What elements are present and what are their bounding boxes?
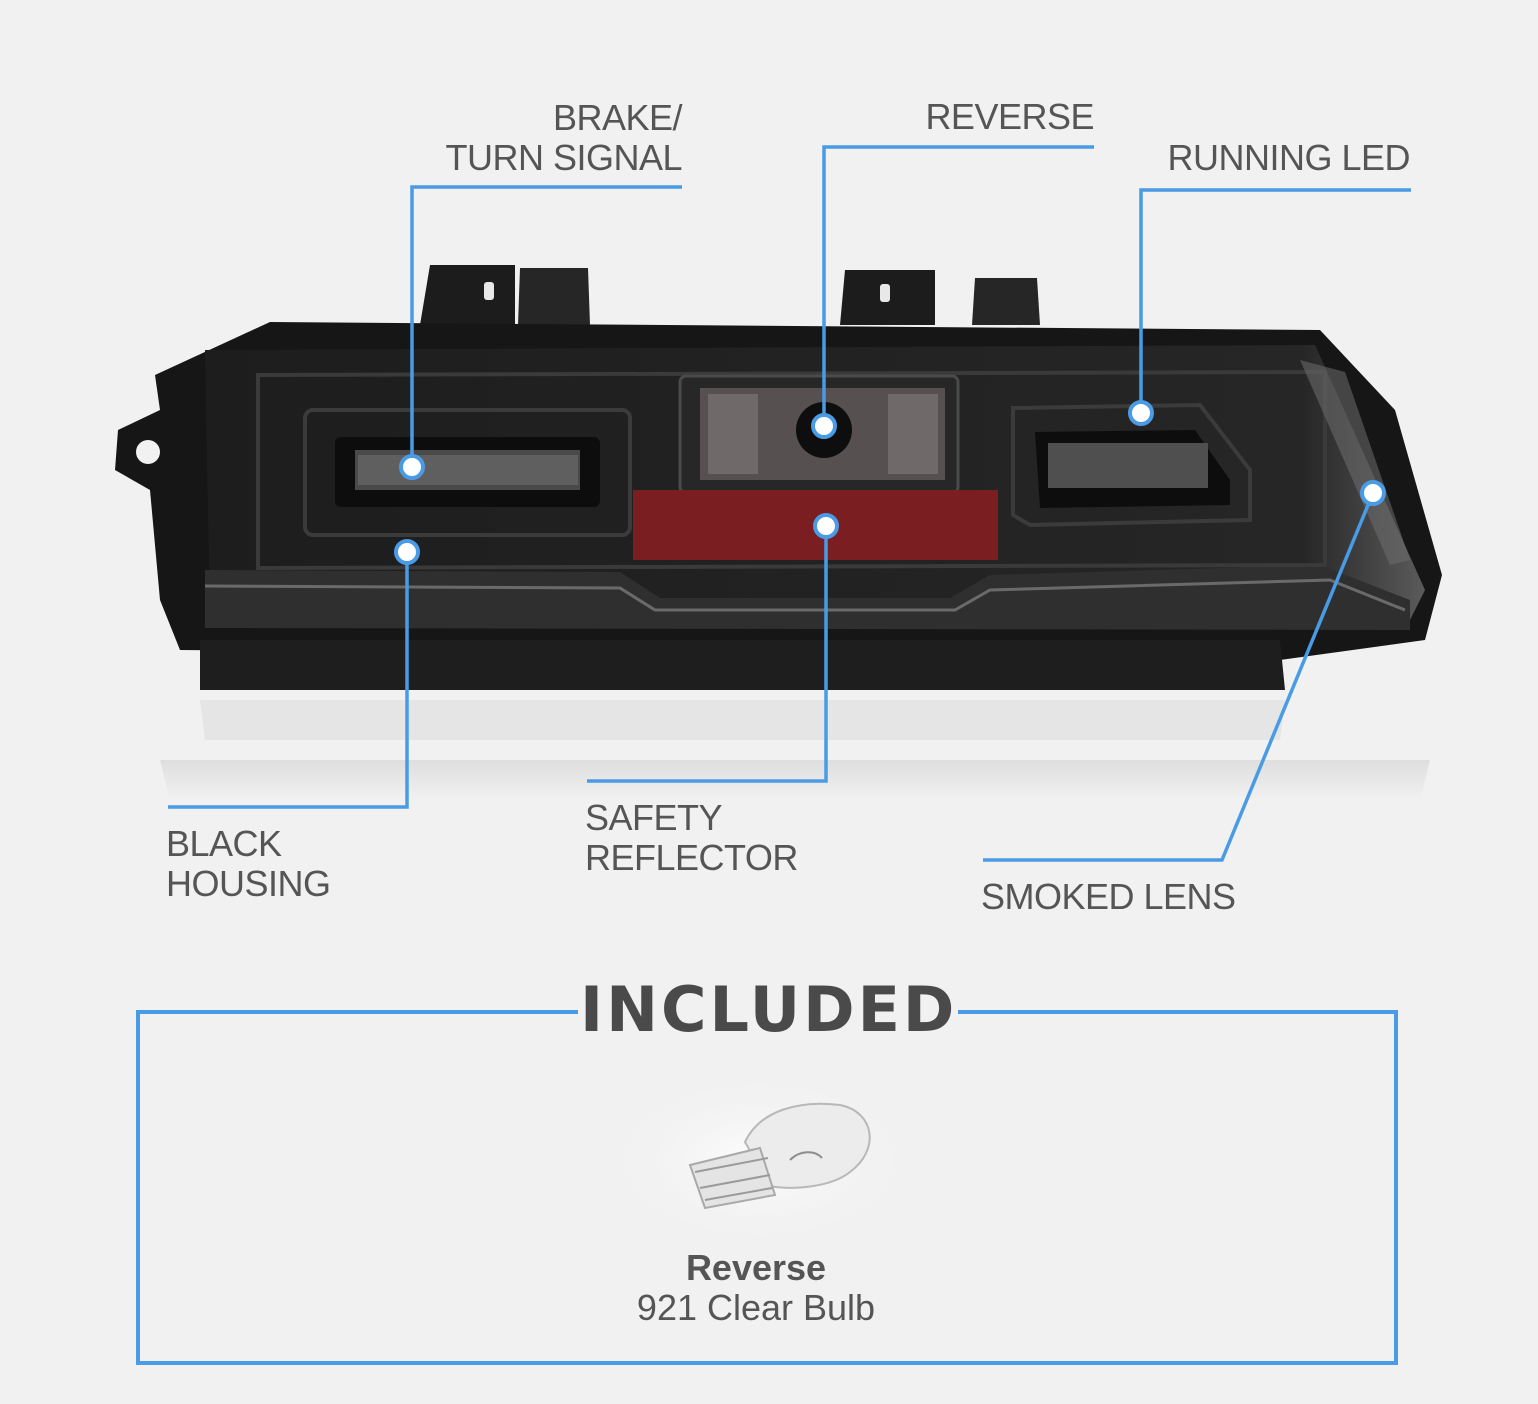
bulb-icon bbox=[600, 1070, 920, 1250]
included-title: INCLUDED bbox=[580, 973, 958, 1046]
callout-lines bbox=[168, 145, 1411, 862]
label-safety-reflector: SAFETY REFLECTOR bbox=[585, 798, 798, 878]
label-running-led: RUNNING LED bbox=[1167, 137, 1410, 178]
label-brake-line1: BRAKE/ bbox=[552, 97, 683, 138]
label-housing-line1: BLACK bbox=[166, 823, 282, 864]
label-smoked-lens: SMOKED LENS bbox=[981, 876, 1236, 917]
label-housing-line2: HOUSING bbox=[166, 863, 331, 904]
mounting-tab-left bbox=[420, 265, 590, 325]
lamp-reflection bbox=[160, 700, 1430, 800]
dot-smoked-lens bbox=[1360, 480, 1386, 506]
dot-black-housing bbox=[394, 539, 420, 565]
bulb-description: 921 Clear Bulb bbox=[636, 1287, 876, 1328]
smoked-lens-highlight bbox=[1300, 360, 1410, 565]
label-brake-line2: TURN SIGNAL bbox=[445, 137, 682, 178]
label-black-housing: BLACK HOUSING bbox=[166, 824, 331, 904]
dot-safety-reflector bbox=[813, 513, 839, 539]
dot-brake-turn bbox=[399, 454, 425, 480]
bulb-name: Reverse bbox=[685, 1247, 827, 1288]
label-reflector-line2: REFLECTOR bbox=[585, 837, 798, 878]
mounting-tab-right bbox=[840, 270, 1040, 325]
running-led-lamp bbox=[1011, 402, 1252, 528]
included-box bbox=[136, 1010, 1398, 1365]
brake-turn-lamp bbox=[303, 408, 632, 537]
label-brake-turn-signal: BRAKE/ TURN SIGNAL bbox=[430, 98, 682, 178]
dot-reverse bbox=[811, 413, 837, 439]
dot-running-led bbox=[1128, 400, 1154, 426]
label-reflector-line1: SAFETY bbox=[585, 797, 723, 838]
label-reverse: REVERSE bbox=[925, 96, 1094, 137]
callout-dots bbox=[394, 400, 1386, 565]
